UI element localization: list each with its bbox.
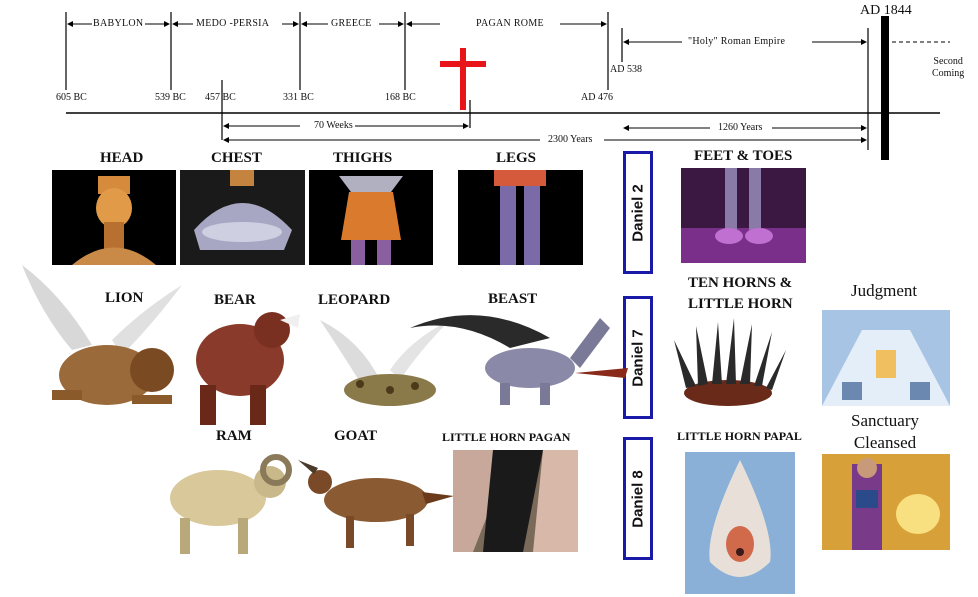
era-medo-persia: MEDO -PERSIA: [196, 18, 269, 29]
sanctuary-cleansed-label: Sanctuary Cleansed: [851, 410, 919, 454]
little-horn-papal-label: LITTLE HORN PAPAL: [677, 429, 802, 444]
cross-icon: [440, 48, 486, 110]
thighs-label: THIGHS: [333, 150, 392, 167]
year-168bc: 168 BC: [385, 92, 416, 103]
leopard-label: LEOPARD: [318, 292, 390, 309]
year-539bc: 539 BC: [155, 92, 186, 103]
goat-image: [296, 452, 456, 552]
period-1260-years: 1260 Years: [716, 122, 764, 133]
second-coming-label: Second Coming: [932, 56, 964, 80]
daniel-8-box: Daniel 8: [623, 437, 653, 560]
legs-label: LEGS: [496, 150, 536, 167]
year-605bc: 605 BC: [56, 92, 87, 103]
era-arrows: [68, 24, 950, 140]
ram-label: RAM: [216, 428, 252, 445]
silver-chest-image: [180, 170, 305, 265]
period-70-weeks: 70 Weeks: [312, 120, 355, 131]
year-ad476: AD 476: [581, 92, 613, 103]
little-horn-pagan-image: [453, 450, 578, 552]
bear-image: [180, 300, 300, 430]
era-greece: GREECE: [331, 18, 372, 29]
ten-horns-label: TEN HORNS & LITTLE HORN: [688, 273, 793, 315]
era-babylon: BABYLON: [93, 18, 143, 29]
iron-legs-image: [458, 170, 583, 265]
daniel-2-box: Daniel 2: [623, 151, 653, 274]
year-457bc: 457 BC: [205, 92, 236, 103]
year-ad538: AD 538: [610, 64, 642, 75]
era-holy-roman: "Holy" Roman Empire: [688, 36, 785, 47]
little-horn-papal-image: [685, 452, 795, 594]
ram-image: [158, 448, 298, 558]
sanctuary-image: [822, 454, 950, 550]
judgment-arrow: [870, 16, 900, 160]
year-331bc: 331 BC: [283, 92, 314, 103]
feet-toes-image: [681, 168, 806, 263]
chest-label: CHEST: [211, 150, 262, 167]
little-horn-pagan-label: LITTLE HORN PAGAN: [442, 430, 570, 445]
period-2300-years: 2300 Years: [546, 134, 594, 145]
bronze-thighs-image: [309, 170, 433, 265]
head-label: HEAD: [100, 150, 143, 167]
ten-horns-image: [668, 318, 788, 408]
judgment-image: [822, 310, 950, 406]
winged-lion-image: [12, 255, 192, 435]
goat-label: GOAT: [334, 428, 377, 445]
gold-head-image: [52, 170, 176, 265]
feet-toes-label: FEET & TOES: [694, 148, 792, 165]
year-ad1844: AD 1844: [860, 3, 912, 19]
judgment-label: Judgment: [851, 281, 917, 301]
dragon-beast-image: [400, 298, 630, 408]
era-pagan-rome: PAGAN ROME: [476, 18, 544, 29]
